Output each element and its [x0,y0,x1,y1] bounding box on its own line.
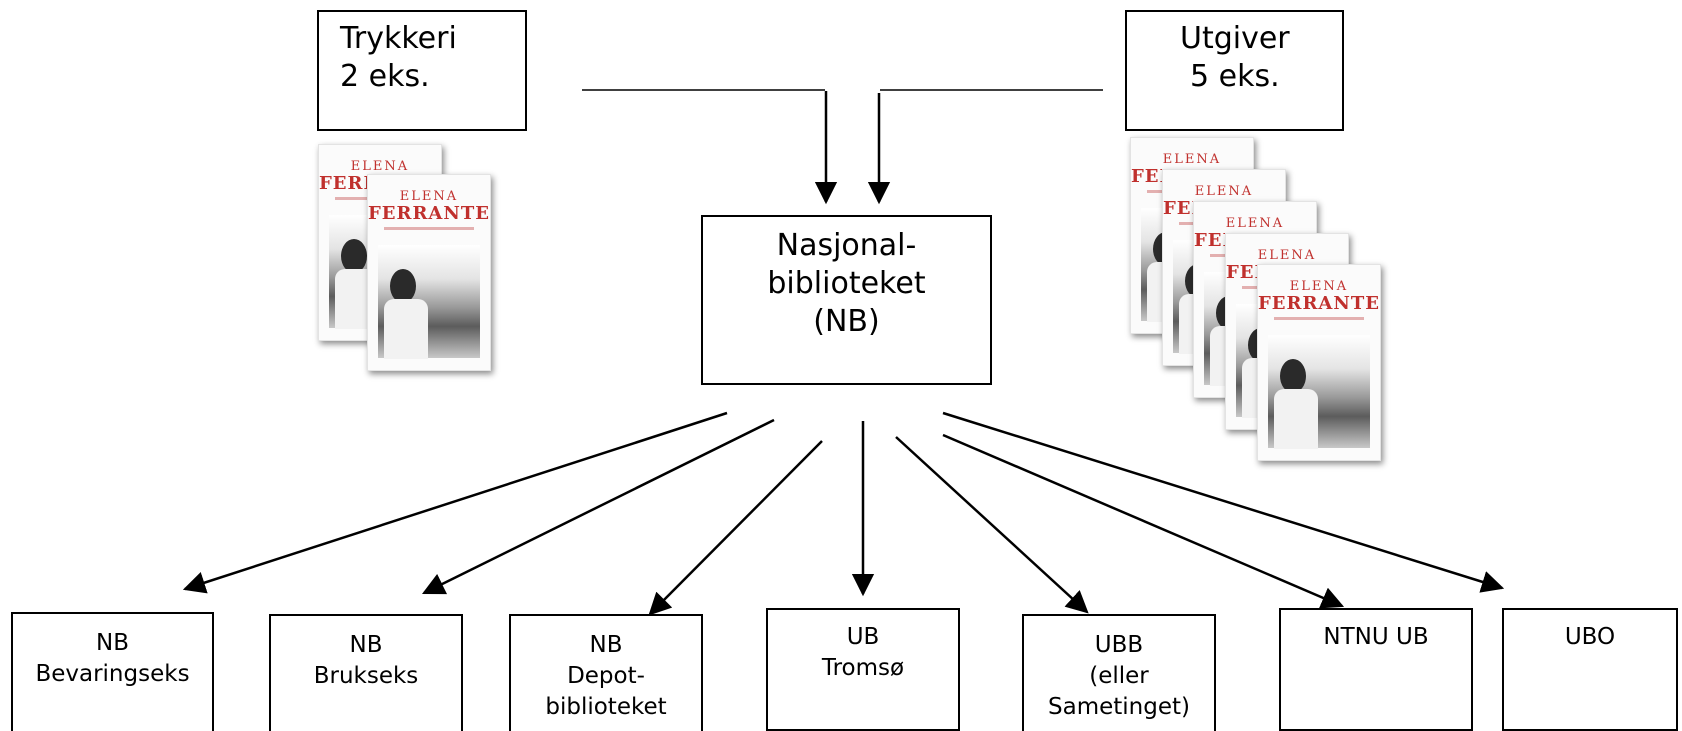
recipient-label: NTNU UB [1323,624,1429,650]
recipient-box-depotbiblioteket: NB Depot- biblioteket [509,614,703,731]
national-library-line1: Nasjonal- [776,228,917,263]
printer-box: Trykkeri 2 eks. [317,10,527,131]
recipient-box-bevaringseks: NB Bevaringseks [11,612,214,731]
arrow-to-brukseks [421,418,775,595]
printer-copies: 2 eks. [340,59,430,94]
national-library-box: Nasjonal- biblioteket (NB) [701,215,992,385]
recipient-label: UBO [1564,624,1616,650]
recipient-box-brukseks: NB Brukseks [269,614,463,731]
recipient-box-ubb: UBB (eller Sametinget) [1022,614,1216,731]
arrow-to-ubb [895,436,1089,614]
recipient-label: NB Bevaringseks [35,630,190,687]
publisher-box: Utgiver 5 eks. [1125,10,1344,131]
arrow-to-ubo [942,411,1505,593]
recipient-label: NB Brukseks [313,632,419,689]
recipient-label: UBB (eller Sametinget) [1048,632,1190,720]
recipient-box-ub-tromso: UB Tromsø [766,608,960,731]
arrow-to-bevaringseks [182,411,728,594]
publisher-copies: 5 eks. [1190,59,1280,94]
recipient-label: UB Tromsø [821,624,905,681]
printer-name: Trykkeri [340,21,457,56]
arrow-to-depotbiblioteket [648,440,823,616]
publisher-name: Utgiver [1180,21,1290,56]
recipient-label: NB Depot- biblioteket [545,632,667,720]
arrow-to-ntnu-ub [942,433,1345,609]
national-library-line2: biblioteket [767,266,926,301]
recipient-box-ubo: UBO [1502,608,1678,731]
recipient-box-ntnu-ub: NTNU UB [1279,608,1473,731]
national-library-line3: (NB) [813,304,880,339]
